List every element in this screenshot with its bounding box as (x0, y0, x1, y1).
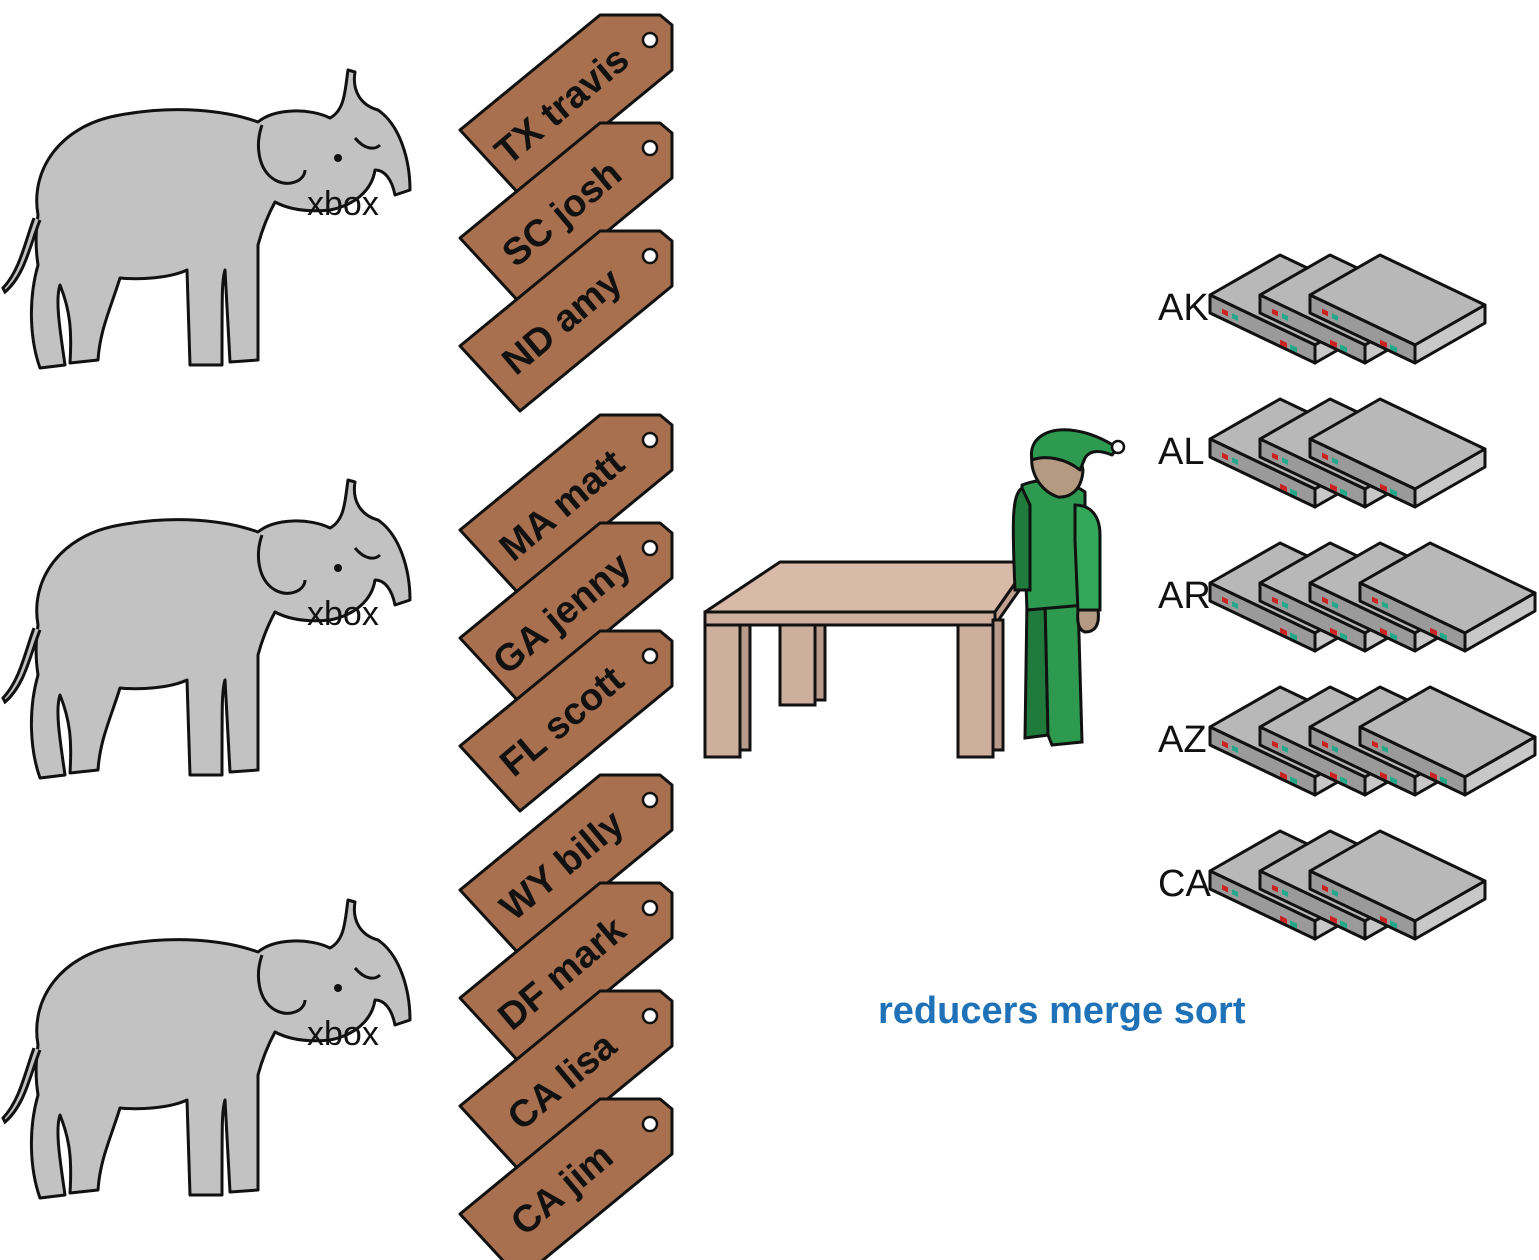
server-stacks: AK AL AR AZ CA (1158, 253, 1537, 941)
elf-worker-icon (1011, 428, 1126, 747)
server-row-az: AZ (1158, 685, 1537, 797)
elephants: xbox xbox xbox (1, 68, 412, 1200)
caption: reducers merge sort (878, 990, 1246, 1032)
elephant-label: xbox (307, 595, 379, 633)
elephant-label: xbox (307, 185, 379, 223)
server-row-ca: CA (1158, 829, 1487, 941)
server-row-al: AL (1158, 397, 1487, 509)
table-icon (703, 557, 1032, 759)
server-row-ak: AK (1158, 253, 1487, 365)
elephant-1: xbox (1, 68, 412, 370)
state-label: AR (1158, 575, 1211, 617)
elephant-label: xbox (307, 1015, 379, 1053)
state-label: AL (1158, 431, 1204, 473)
state-label: CA (1158, 863, 1211, 905)
server-row-ar: AR (1158, 541, 1537, 653)
state-label: AK (1158, 287, 1209, 329)
elephant-2: xbox (1, 478, 412, 780)
state-label: AZ (1158, 719, 1207, 761)
elephant-3: xbox (1, 898, 412, 1200)
